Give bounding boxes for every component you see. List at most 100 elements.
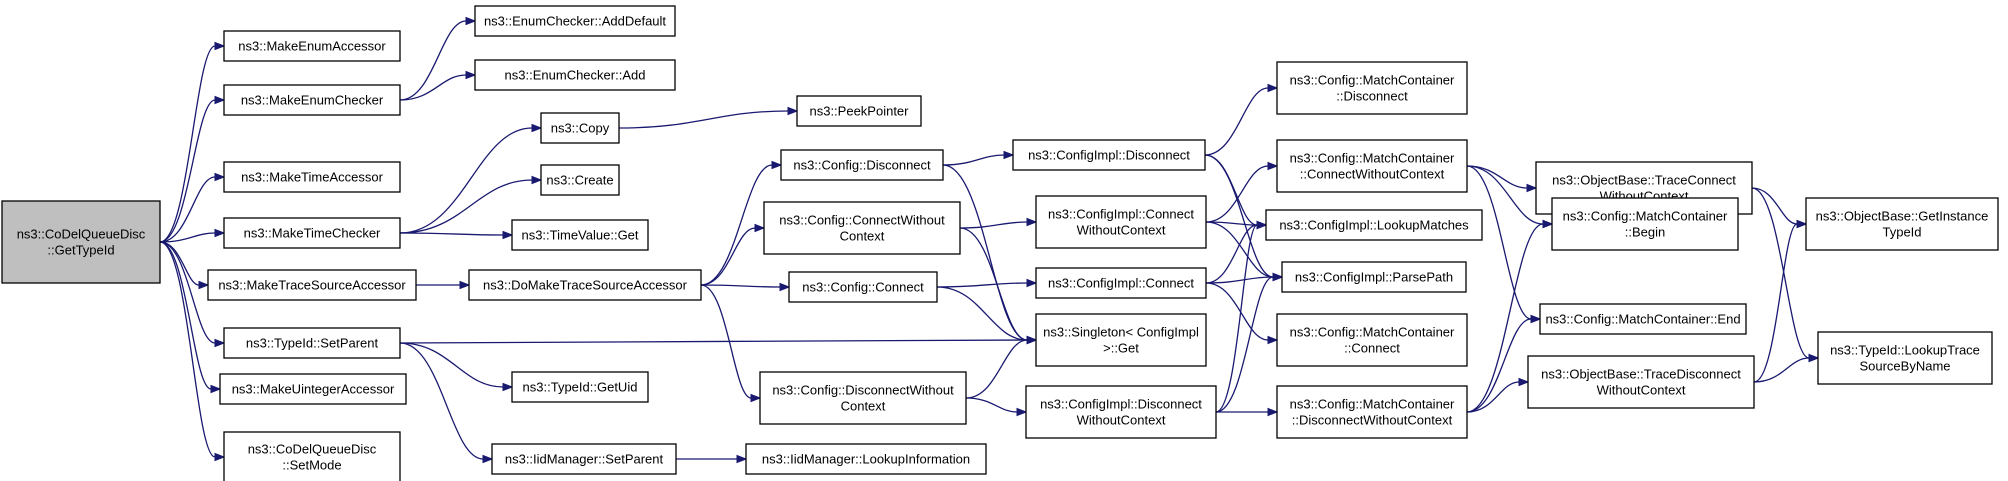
node-implDisconnectWithout[interactable]: ns3::ConfigImpl::DisconnectWithoutContex… — [1025, 385, 1217, 439]
node-label: ns3::ConfigImpl::Disconnect — [1040, 397, 1202, 412]
node-root[interactable]: ns3::CoDelQueueDisc::GetTypeId — [1, 200, 161, 284]
edge-root-to-typeIdSetParent — [159, 241, 226, 348]
edge-line — [942, 154, 1005, 166]
node-mcDisconnect[interactable]: ns3::Config::MatchContainer::Disconnect — [1276, 61, 1468, 115]
arrowhead — [1267, 335, 1279, 345]
node-label: ns3::TypeId::LookupTrace — [1830, 343, 1980, 358]
node-makeEnumAccessor[interactable]: ns3::MakeEnumAccessor — [223, 30, 401, 62]
edge-configConnect-to-implConnect — [936, 278, 1038, 288]
edge-line — [1205, 221, 1274, 278]
node-box — [223, 30, 401, 62]
node-mcConnectWithout[interactable]: ns3::Config::MatchContainer::ConnectWith… — [1276, 139, 1468, 193]
node-makeTraceSourceAccessor[interactable]: ns3::MakeTraceSourceAccessor — [207, 269, 417, 301]
node-enumAddDefault[interactable]: ns3::EnumChecker::AddDefault — [474, 5, 676, 37]
node-mcBegin[interactable]: ns3::Config::MatchContainer::Begin — [1551, 197, 1739, 251]
edge-line — [399, 232, 504, 236]
node-box — [759, 371, 967, 425]
node-obTraceDisconnect[interactable]: ns3::ObjectBase::TraceDisconnectWithoutC… — [1527, 355, 1755, 409]
node-lookupMatches[interactable]: ns3::ConfigImpl::LookupMatches — [1265, 209, 1483, 241]
node-box — [1817, 331, 1993, 385]
arrowhead — [214, 172, 226, 182]
node-configDisconnect[interactable]: ns3::Config::Disconnect — [780, 149, 944, 181]
arrowhead — [459, 280, 471, 290]
node-setMode[interactable]: ns3::CoDelQueueDisc::SetMode — [223, 431, 401, 481]
node-typeIdSetParent[interactable]: ns3::TypeId::SetParent — [223, 327, 401, 359]
node-enumAdd[interactable]: ns3::EnumChecker::Add — [474, 59, 676, 91]
node-configConnectWithout[interactable]: ns3::Config::ConnectWithoutContext — [763, 201, 961, 255]
node-label: WithoutContext — [1077, 413, 1166, 428]
node-box — [474, 5, 676, 37]
nodes-layer: ns3::CoDelQueueDisc::GetTypeId ns3::MakeE… — [1, 5, 1999, 481]
node-label: Context — [841, 399, 886, 414]
node-doMakeTSA[interactable]: ns3::DoMakeTraceSourceAccessor — [468, 269, 702, 301]
arrowhead — [531, 175, 543, 185]
edge-doMakeTSA-to-configDisconnect — [700, 160, 783, 286]
node-makeTimeAccessor[interactable]: ns3::MakeTimeAccessor — [223, 161, 401, 193]
node-label: ns3::ConfigImpl::Disconnect — [1028, 148, 1190, 163]
edge-line — [1204, 154, 1258, 226]
node-create[interactable]: ns3::Create — [540, 164, 620, 196]
node-typeIdGetUid[interactable]: ns3::TypeId::GetUid — [511, 371, 649, 403]
node-label: ns3::Config::Connect — [802, 280, 924, 295]
edge-line — [1205, 165, 1269, 223]
edge-line — [1204, 87, 1269, 156]
node-label: ns3::Config::MatchContainer — [1290, 73, 1455, 88]
node-mcEnd[interactable]: ns3::Config::MatchContainer::End — [1539, 303, 1747, 335]
edge-line — [965, 397, 1018, 413]
node-label: ns3::Create — [546, 173, 613, 188]
node-label: ns3::ConfigImpl::LookupMatches — [1279, 218, 1469, 233]
node-implConnectWithout[interactable]: ns3::ConfigImpl::ConnectWithoutContext — [1035, 195, 1207, 249]
edge-line — [700, 164, 773, 286]
node-box — [1012, 139, 1206, 171]
node-label: ns3::MakeTraceSourceAccessor — [218, 278, 406, 293]
arrowhead — [1026, 217, 1038, 227]
node-label: ns3::CoDelQueueDisc — [248, 442, 377, 457]
node-timeValueGet[interactable]: ns3::TimeValue::Get — [511, 219, 649, 251]
edge-implConnectWithout-to-mcConnectWithout — [1205, 161, 1279, 223]
arrowhead — [214, 228, 226, 238]
node-parsePath[interactable]: ns3::ConfigImpl::ParsePath — [1281, 261, 1467, 293]
node-makeTimeChecker[interactable]: ns3::MakeTimeChecker — [223, 217, 401, 249]
node-makeEnumChecker[interactable]: ns3::MakeEnumChecker — [223, 84, 401, 116]
node-box — [474, 59, 676, 91]
node-label: ns3::Copy — [551, 121, 610, 136]
edge-line — [159, 241, 216, 344]
node-copy[interactable]: ns3::Copy — [540, 112, 620, 144]
arrowhead — [1026, 335, 1038, 345]
edge-line — [1751, 187, 1810, 359]
node-label: ns3::IidManager::SetParent — [505, 452, 664, 467]
node-configConnect[interactable]: ns3::Config::Connect — [788, 271, 938, 303]
edge-root-to-makeTimeChecker — [159, 228, 226, 243]
node-label: ::Connect — [1344, 341, 1400, 356]
edge-line — [1751, 187, 1798, 225]
node-mcDisconnectWithout[interactable]: ns3::Config::MatchContainer::DisconnectW… — [1276, 385, 1468, 439]
edge-makeEnumChecker-to-enumAddDefault — [399, 16, 477, 101]
node-label: ns3::Config::MatchContainer::End — [1545, 312, 1740, 327]
node-box — [1281, 261, 1467, 293]
node-label: ns3::Config::MatchContainer — [1290, 397, 1455, 412]
node-box — [1276, 313, 1468, 367]
arrowhead — [482, 454, 494, 464]
arrowhead — [465, 16, 477, 26]
node-singletonGet[interactable]: ns3::Singleton< ConfigImpl >::Get — [1035, 313, 1207, 367]
node-label: ns3::ObjectBase::TraceDisconnect — [1541, 367, 1741, 382]
node-makeUintegerAccessor[interactable]: ns3::MakeUintegerAccessor — [219, 373, 407, 405]
node-iidLookupInfo[interactable]: ns3::IidManager::LookupInformation — [745, 443, 987, 475]
node-implConnect[interactable]: ns3::ConfigImpl::Connect — [1035, 267, 1207, 299]
arrowhead — [1267, 83, 1279, 93]
edge-line — [1215, 276, 1274, 413]
edge-line — [1204, 154, 1274, 278]
node-iidSetParent[interactable]: ns3::IidManager::SetParent — [491, 443, 677, 475]
edge-root-to-makeEnumAccessor — [159, 41, 226, 243]
node-mcConnect[interactable]: ns3::Config::MatchContainer::Connect — [1276, 313, 1468, 367]
node-label: ns3::PeekPointer — [809, 104, 909, 119]
node-peekPointer[interactable]: ns3::PeekPointer — [796, 95, 922, 127]
node-box — [491, 443, 677, 475]
edge-configDisconnectWithout-to-implDisconnectWithout — [965, 397, 1028, 417]
node-implDisconnect[interactable]: ns3::ConfigImpl::Disconnect — [1012, 139, 1206, 171]
node-label: ns3::ConfigImpl::ParsePath — [1295, 270, 1453, 285]
edge-line — [159, 99, 216, 243]
node-configDisconnectWithout[interactable]: ns3::Config::DisconnectWithoutContext — [759, 371, 967, 425]
